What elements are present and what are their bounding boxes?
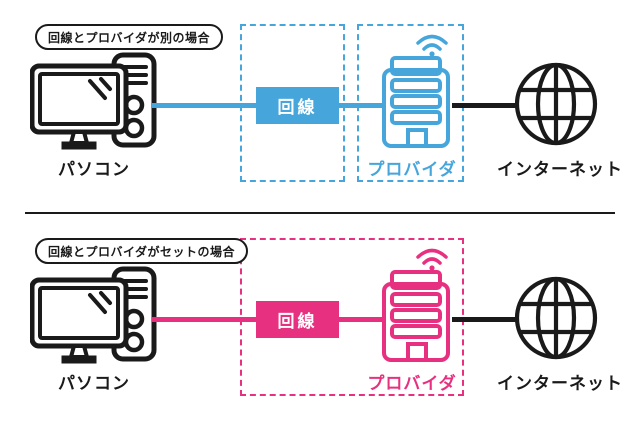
wifi-icon [416, 248, 448, 271]
internet-label: インターネット [497, 160, 623, 179]
pc-icon [30, 266, 157, 364]
line-to-provider-connector [337, 103, 383, 108]
case-title: 回線とプロバイダがセットの場合 [48, 244, 236, 259]
provider-label: プロバイダ [367, 374, 457, 393]
provider-building-icon [382, 248, 450, 362]
section-divider [25, 212, 615, 214]
pc-label: パソコン [58, 374, 130, 393]
globe-icon [514, 62, 598, 146]
provider-building-icon [382, 34, 450, 148]
case-title: 回線とプロバイダが別の場合 [48, 30, 211, 45]
pc-to-line-connector [152, 317, 258, 322]
provider-label: プロバイダ [367, 160, 457, 179]
case-title-badge: 回線とプロバイダが別の場合 [35, 24, 224, 50]
line-to-provider-connector [337, 317, 383, 322]
provider-to-internet-connector [452, 103, 516, 108]
section-line-provider-bundled: 回線とプロバイダがセットの場合 [0, 214, 640, 427]
provider-to-internet-connector [452, 317, 516, 322]
internet-label: インターネット [497, 374, 623, 393]
globe-icon [514, 276, 598, 360]
wifi-icon [416, 34, 448, 57]
pc-label: パソコン [58, 160, 130, 179]
section-line-provider-separate: 回線とプロバイダが別の場合 [0, 0, 640, 213]
case-title-badge: 回線とプロバイダがセットの場合 [35, 238, 249, 264]
line-box: 回線 [256, 301, 339, 338]
pc-icon [30, 52, 157, 150]
pc-to-line-connector [152, 103, 258, 108]
line-box: 回線 [256, 87, 339, 124]
